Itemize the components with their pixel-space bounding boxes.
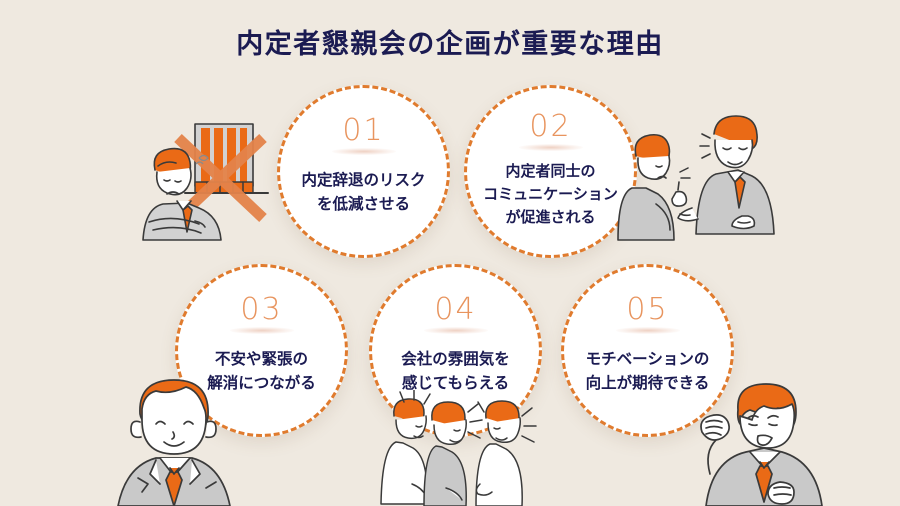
reason-text-line: 不安や緊張の: [214, 351, 308, 368]
number-underline-shadow-05: [615, 327, 680, 334]
reason-text-line: を低減させる: [316, 195, 410, 213]
illustration-motivated-businessman: [682, 378, 842, 506]
reason-number-03: 03: [240, 292, 283, 327]
page-title: 内定者懇親会の企画が重要な理由: [236, 29, 664, 59]
reason-number-05: 05: [626, 292, 669, 327]
reason-number-04: 04: [434, 292, 477, 327]
reason-text-line: 解消につながる: [207, 374, 316, 392]
number-underline-shadow-04: [423, 327, 488, 334]
reason-text-line: 内定辞退のリスク: [301, 172, 426, 189]
illustration-two-people-talking: [610, 108, 790, 243]
illustration-smiling-businessman: [112, 372, 252, 506]
reason-text-05: モチベーションの 向上が期待できる: [586, 348, 710, 395]
reason-text-line: 向上が期待できる: [585, 374, 710, 392]
reason-text-line: モチベーションの: [585, 351, 710, 368]
illustration-declined-offer: [133, 118, 283, 243]
reason-circle-02[interactable]: 02 内定者同士の コミュニケーション が促進される: [464, 85, 637, 258]
number-underline-shadow-03: [229, 327, 294, 334]
reason-text-line: 会社の雰囲気を: [401, 351, 510, 368]
reason-circle-05[interactable]: 05 モチベーションの 向上が期待できる: [561, 264, 734, 437]
reason-text-01: 内定辞退のリスク を低減させる: [301, 169, 425, 216]
number-underline-shadow-02: [518, 144, 583, 151]
reason-number-02: 02: [529, 109, 572, 144]
reason-text-02: 内定者同士の コミュニケーション が促進される: [483, 161, 618, 229]
reason-text-line: 感じてもらえる: [401, 374, 510, 392]
reason-text-03: 不安や緊張の 解消につながる: [207, 348, 316, 395]
reason-text-line: 内定者同士の: [505, 163, 596, 180]
reason-circle-01[interactable]: 01 内定辞退のリスク を低減させる: [277, 85, 450, 258]
illustration-three-people-chatting: [372, 389, 542, 506]
reason-text-line: コミュニケーション: [483, 185, 618, 203]
reason-text-line: が促進される: [505, 208, 596, 226]
reason-number-01: 01: [342, 113, 385, 148]
number-underline-shadow-01: [331, 148, 396, 155]
reason-text-04: 会社の雰囲気を 感じてもらえる: [401, 348, 510, 395]
